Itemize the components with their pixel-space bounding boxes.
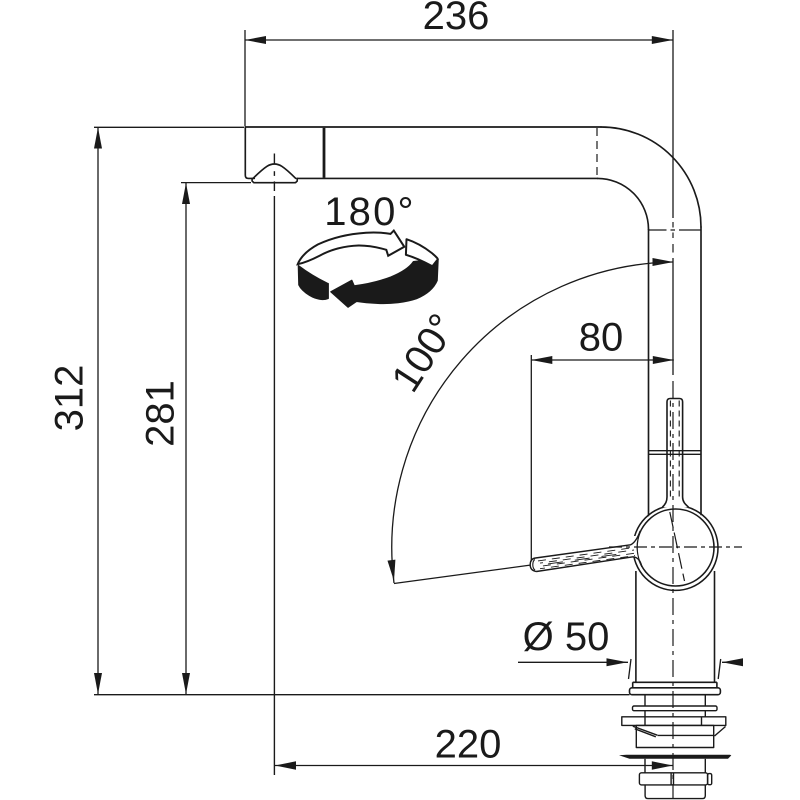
svg-text:180°: 180° <box>324 190 416 234</box>
svg-text:236: 236 <box>423 0 490 38</box>
svg-text:220: 220 <box>435 723 502 767</box>
svg-text:281: 281 <box>139 380 183 447</box>
svg-text:Ø 50: Ø 50 <box>523 615 610 659</box>
svg-text:312: 312 <box>48 365 92 432</box>
svg-text:80: 80 <box>579 316 624 360</box>
